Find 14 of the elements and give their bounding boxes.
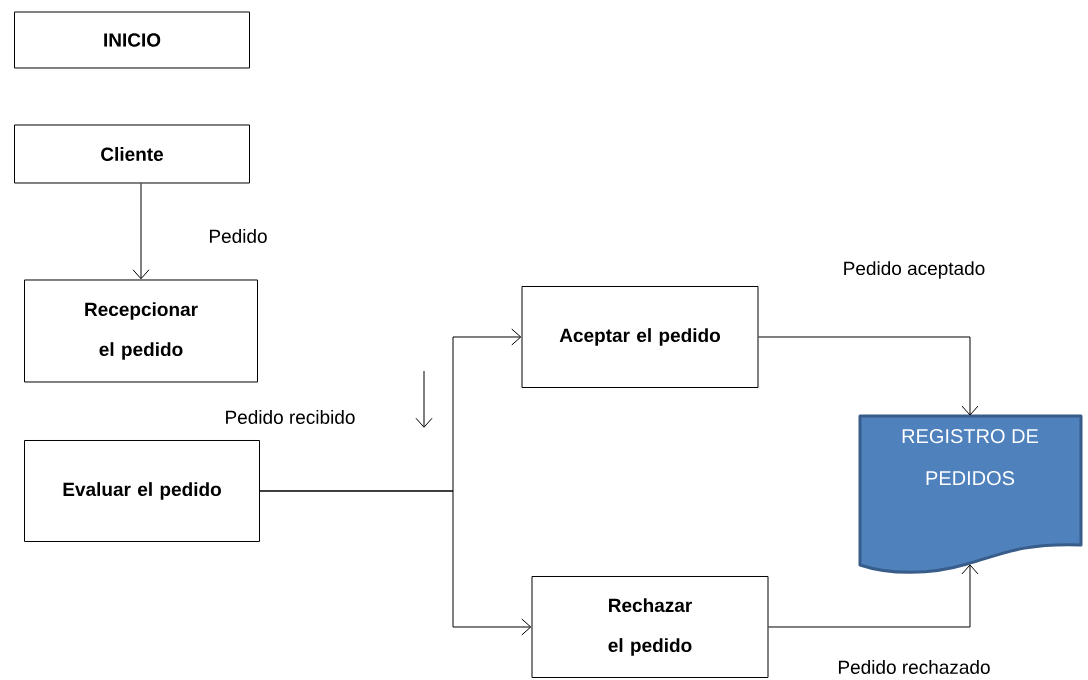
process-box: Aceptar el pedido (521, 286, 759, 388)
process-box: Recepcionar el pedido (24, 279, 258, 383)
arrow (758, 336, 979, 416)
edge-label: Pedido aceptado (844, 261, 985, 279)
process-box: Evaluar el pedido (24, 440, 260, 542)
process-box: Cliente (14, 124, 250, 184)
process-box: INICIO (14, 11, 250, 69)
arrow (259, 490, 532, 636)
flow-label: Pedido recibido (226, 410, 355, 424)
arrow (132, 183, 150, 280)
edge-label: Pedido rechazado (838, 660, 990, 674)
process-box: Rechazar el pedido (531, 576, 769, 678)
edge-label: Pedido (210, 229, 267, 243)
arrow (768, 564, 979, 628)
